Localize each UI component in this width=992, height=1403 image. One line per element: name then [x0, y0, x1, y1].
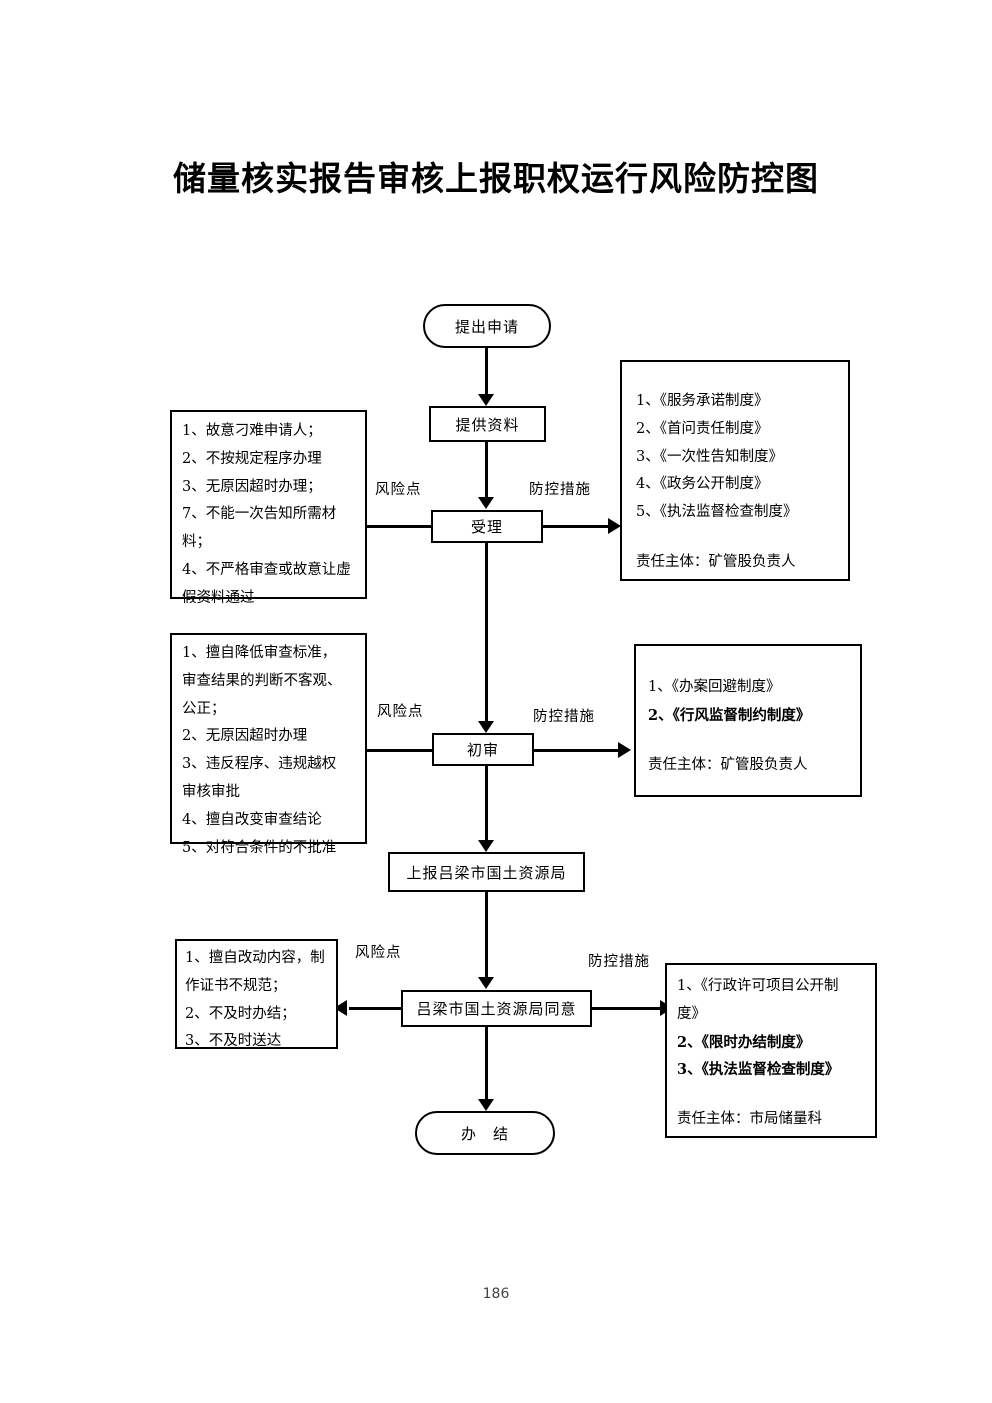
flow-node-review[interactable]: 初审	[432, 733, 534, 766]
risk-item: 2、不及时办结；	[185, 1005, 296, 1022]
connector-accept-review	[485, 543, 488, 723]
flow-node-apply-label: 提出申请	[454, 317, 519, 336]
arrowhead-done	[478, 1099, 494, 1111]
risk-item: 2、无原因超时办理	[182, 728, 308, 745]
risk-box-accept: 1、故意刁难申请人； 2、不按规定程序办理 3、无原因超时办理； 7、不能一次告…	[170, 410, 367, 606]
risk-item: 4、不严格审查或故意让虚	[182, 562, 351, 579]
flow-node-agree[interactable]: 吕梁市国土资源局同意	[401, 990, 592, 1027]
flow-node-accept[interactable]: 受理	[431, 510, 543, 543]
connector-agree-done	[485, 1027, 488, 1101]
risk-box-agree: 1、擅自改动内容，制 作证书不规范； 2、不及时办结； 3、不及时送达	[175, 939, 338, 1049]
page-number: 186	[482, 1286, 510, 1302]
risk-item: 1、故意刁难申请人；	[182, 423, 322, 439]
control-box-accept: 1、《服务承诺制度》 2、《首问责任制度》 3、《一次性告知制度》 4、《政务公…	[620, 360, 850, 581]
risk-item: 1、擅自改动内容，制	[185, 950, 325, 966]
risk-item: 3、违反程序、违规越权	[182, 756, 337, 773]
connector-accept-risk	[358, 525, 433, 528]
control-item: 度》	[677, 1005, 706, 1022]
risk-item: 公正；	[182, 700, 226, 717]
control-item: 5、《执法监督检查制度》	[636, 504, 798, 521]
risk-item: 4、擅自改变审查结论	[182, 811, 322, 828]
arrowhead-review-control	[618, 742, 631, 758]
control-item: 2、《行风监督制约制度》	[648, 706, 811, 724]
edge-label-risk-accept: 风险点	[375, 482, 422, 498]
arrowhead-accept-control	[608, 518, 621, 534]
control-box-agree: 1、《行政许可项目公开制 度》 2、《限时办结制度》 3、《执法监督检查制度》 …	[665, 963, 877, 1138]
edge-label-control-review: 防控措施	[533, 709, 595, 725]
risk-item: 假资料通过	[182, 589, 255, 606]
connector-accept-control	[541, 525, 611, 528]
risk-item: 5、对符合条件的不批准	[182, 839, 337, 856]
flow-node-provide[interactable]: 提供资料	[429, 406, 546, 442]
risk-item: 审核审批	[182, 784, 240, 801]
edge-label-control-accept: 防控措施	[529, 482, 591, 498]
risk-box-review: 1、擅自降低审查标准， 审查结果的判断不客观、 公正； 2、无原因超时办理 3、…	[170, 633, 367, 856]
control-item: 4、《政务公开制度》	[636, 476, 769, 493]
edge-label-risk-review: 风险点	[377, 704, 424, 720]
flow-node-report[interactable]: 上报吕梁市国土资源局	[388, 852, 585, 892]
connector-agree-control	[590, 1007, 664, 1010]
control-owner: 责任主体：市局储量科	[677, 1111, 822, 1128]
connector-review-risk	[358, 749, 434, 752]
control-item: 1、《服务承诺制度》	[636, 393, 769, 409]
control-item: 1、《行政许可项目公开制	[677, 978, 839, 994]
control-item: 1、《办案回避制度》	[648, 679, 781, 695]
connector-report-agree	[485, 892, 488, 978]
arrowhead-provide	[478, 394, 494, 406]
risk-item: 3、不及时送达	[185, 1033, 282, 1050]
risk-item: 2、不按规定程序办理	[182, 450, 322, 467]
flow-node-accept-label: 受理	[470, 518, 503, 536]
risk-item: 7、不能一次告知所需材	[182, 506, 337, 523]
risk-item: 审查结果的判断不客观、	[182, 672, 342, 689]
control-item: 3、《一次性告知制度》	[636, 448, 783, 465]
control-box-review: 1、《办案回避制度》 2、《行风监督制约制度》 责任主体：矿管股负责人	[634, 644, 862, 797]
flow-node-apply[interactable]: 提出申请	[423, 304, 551, 348]
control-item: 2、《限时办结制度》	[677, 1033, 811, 1051]
flow-node-review-label: 初审	[466, 741, 499, 759]
arrowhead-agree	[478, 977, 494, 989]
arrowhead-report	[478, 840, 494, 852]
connector-review-control	[532, 749, 620, 752]
arrowhead-accept	[478, 497, 494, 509]
flow-node-report-label: 上报吕梁市国土资源局	[406, 863, 567, 882]
risk-item: 3、无原因超时办理；	[182, 478, 322, 495]
flow-node-done-label: 办 结	[460, 1124, 509, 1143]
edge-label-control-agree: 防控措施	[588, 954, 650, 970]
risk-item: 料；	[182, 534, 211, 551]
connector-review-report	[485, 766, 488, 842]
risk-item: 作证书不规范；	[185, 977, 287, 994]
connector-provide-accept	[485, 442, 488, 498]
arrowhead-review	[478, 721, 494, 733]
connector-agree-risk	[349, 1007, 403, 1010]
flow-node-provide-label: 提供资料	[455, 415, 520, 434]
risk-item: 1、擅自降低审查标准，	[182, 645, 337, 661]
connector-apply-provide	[485, 348, 488, 396]
control-item: 3、《执法监督检查制度》	[677, 1061, 840, 1079]
page-title: 储量核实报告审核上报职权运行风险防控图	[173, 159, 819, 198]
control-item: 2、《首问责任制度》	[636, 420, 769, 437]
control-owner: 责任主体：矿管股负责人	[648, 756, 808, 773]
flow-node-agree-label: 吕梁市国土资源局同意	[416, 1000, 577, 1018]
edge-label-risk-agree: 风险点	[355, 945, 402, 961]
control-owner: 责任主体：矿管股负责人	[636, 554, 796, 571]
flow-node-done[interactable]: 办 结	[415, 1111, 555, 1155]
